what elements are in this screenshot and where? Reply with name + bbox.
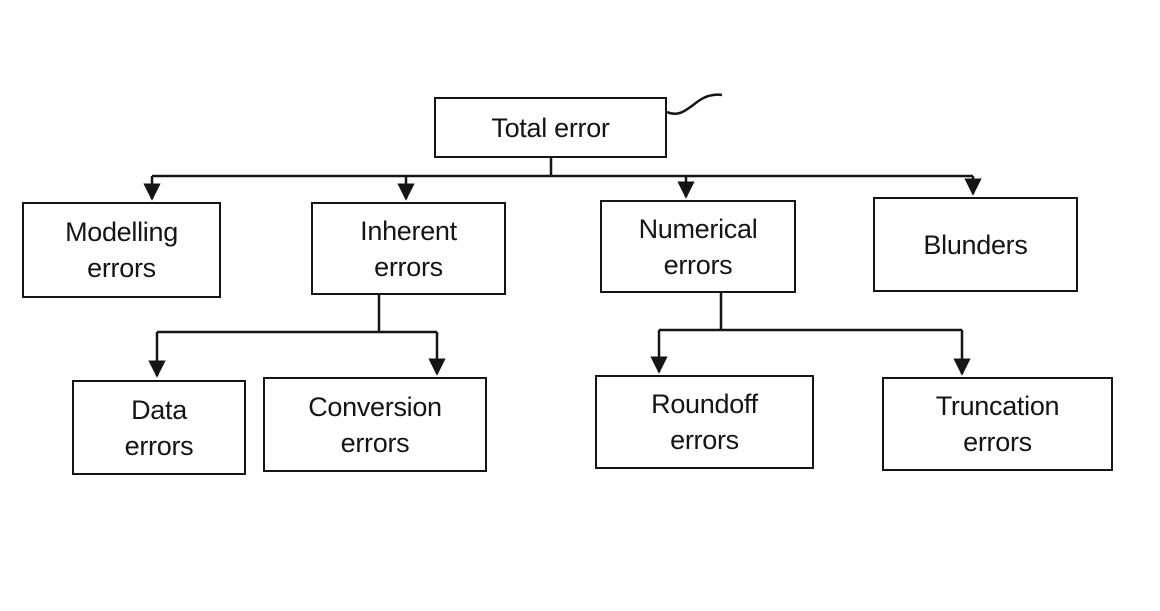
node-data-errors-line1: Data: [131, 394, 187, 425]
node-total-error-label: Total error: [491, 112, 610, 143]
node-blunders: Blunders: [873, 197, 1078, 292]
node-modelling-errors-line2: errors: [87, 253, 156, 283]
node-conversion-errors-line1: Conversion: [308, 391, 442, 422]
node-modelling-errors-line1: Modelling: [65, 217, 178, 247]
node-blunders-label: Blunders: [923, 229, 1028, 260]
node-roundoff-errors: Roundoff errors: [595, 375, 814, 469]
node-conversion-errors: Conversion errors: [263, 377, 487, 472]
node-roundoff-errors-line1: Roundoff: [651, 389, 758, 419]
node-numerical-errors: Numerical errors: [600, 200, 796, 293]
node-total-error: Total error: [434, 97, 667, 158]
node-data-errors: Data errors: [72, 380, 246, 475]
node-truncation-errors-line2: errors: [963, 427, 1032, 457]
node-modelling-errors: Modelling errors: [22, 202, 221, 298]
node-numerical-errors-line2: errors: [663, 249, 733, 280]
node-conversion-errors-line2: errors: [340, 427, 410, 458]
root-squiggle: [666, 93, 723, 116]
node-inherent-errors: Inherent errors: [311, 202, 506, 295]
node-inherent-errors-line1: Inherent: [360, 215, 457, 246]
node-truncation-errors-line1: Truncation: [935, 391, 1060, 421]
node-inherent-errors-line2: errors: [374, 251, 443, 282]
node-data-errors-line2: errors: [124, 430, 194, 461]
node-numerical-errors-line1: Numerical: [638, 213, 758, 244]
node-roundoff-errors-line2: errors: [670, 425, 739, 455]
node-truncation-errors: Truncation errors: [882, 377, 1113, 471]
